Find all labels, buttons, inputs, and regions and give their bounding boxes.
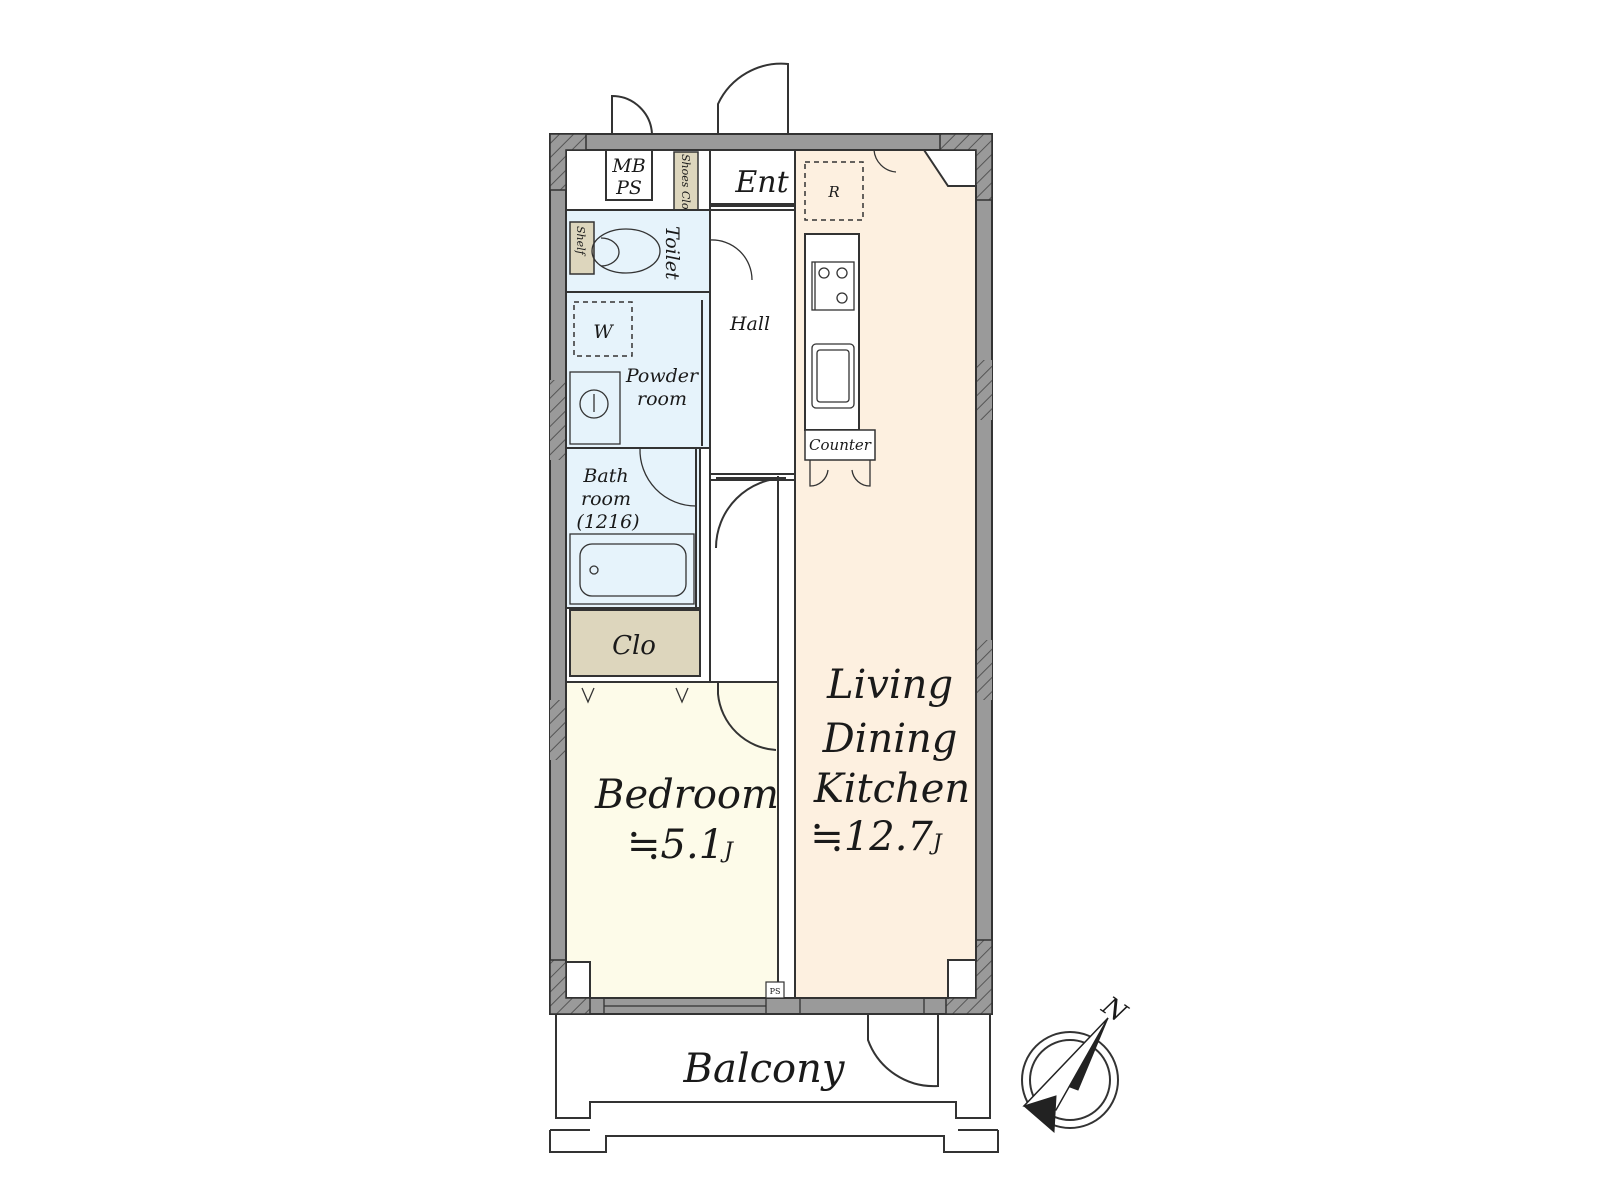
counter-label: Counter	[809, 436, 872, 454]
closet	[569, 609, 701, 677]
refrigerator-space	[804, 161, 864, 221]
hall-floor	[709, 205, 796, 475]
bath-label-2: room	[581, 488, 631, 510]
kitchen-counter	[804, 233, 860, 431]
toilet-label: Toilet	[661, 226, 683, 280]
powder-room	[565, 291, 711, 449]
mbps-label-2: PS	[615, 177, 642, 199]
powder-label-2: room	[637, 388, 687, 410]
mbps-box	[605, 149, 653, 201]
bath-label-3: (1216)	[576, 511, 639, 533]
ps-small-box	[765, 981, 785, 999]
mbps-label-1: MB	[611, 155, 645, 177]
entrance-floor	[709, 149, 796, 207]
closet-label: Clo	[612, 631, 656, 661]
shoes-clo-label: Shoes Clo	[679, 154, 692, 210]
entrance-label: Ent	[734, 165, 789, 200]
balcony-outline	[555, 1014, 991, 1119]
washer-label: W	[593, 321, 614, 343]
ps-small-label: PS	[770, 987, 781, 996]
compass-north-label: N	[1095, 991, 1133, 1030]
ldk-label-3: Kitchen	[813, 766, 970, 812]
bedroom-area: ≒5.1J	[627, 822, 734, 868]
ldk-label-2: Dining	[822, 716, 958, 762]
powder-label-1: Powder	[625, 365, 700, 387]
bath-room	[565, 447, 701, 609]
refrigerator-label: R	[827, 183, 839, 201]
bath-label-1: Bath	[582, 465, 628, 487]
north-compass: N	[1021, 991, 1133, 1134]
ldk-area: ≒12.7J	[810, 814, 943, 860]
shoes-closet	[673, 151, 699, 211]
bedroom-label: Bedroom	[594, 772, 779, 818]
exterior-walls	[549, 133, 993, 1015]
shelf-box	[569, 221, 595, 275]
hall-label: Hall	[729, 313, 770, 335]
balcony-label: Balcony	[683, 1046, 846, 1092]
ldk-label-1: Living	[826, 662, 953, 708]
shelf-label: Shelf	[574, 226, 587, 257]
counter-box	[804, 429, 876, 461]
entrance-door	[717, 62, 789, 134]
